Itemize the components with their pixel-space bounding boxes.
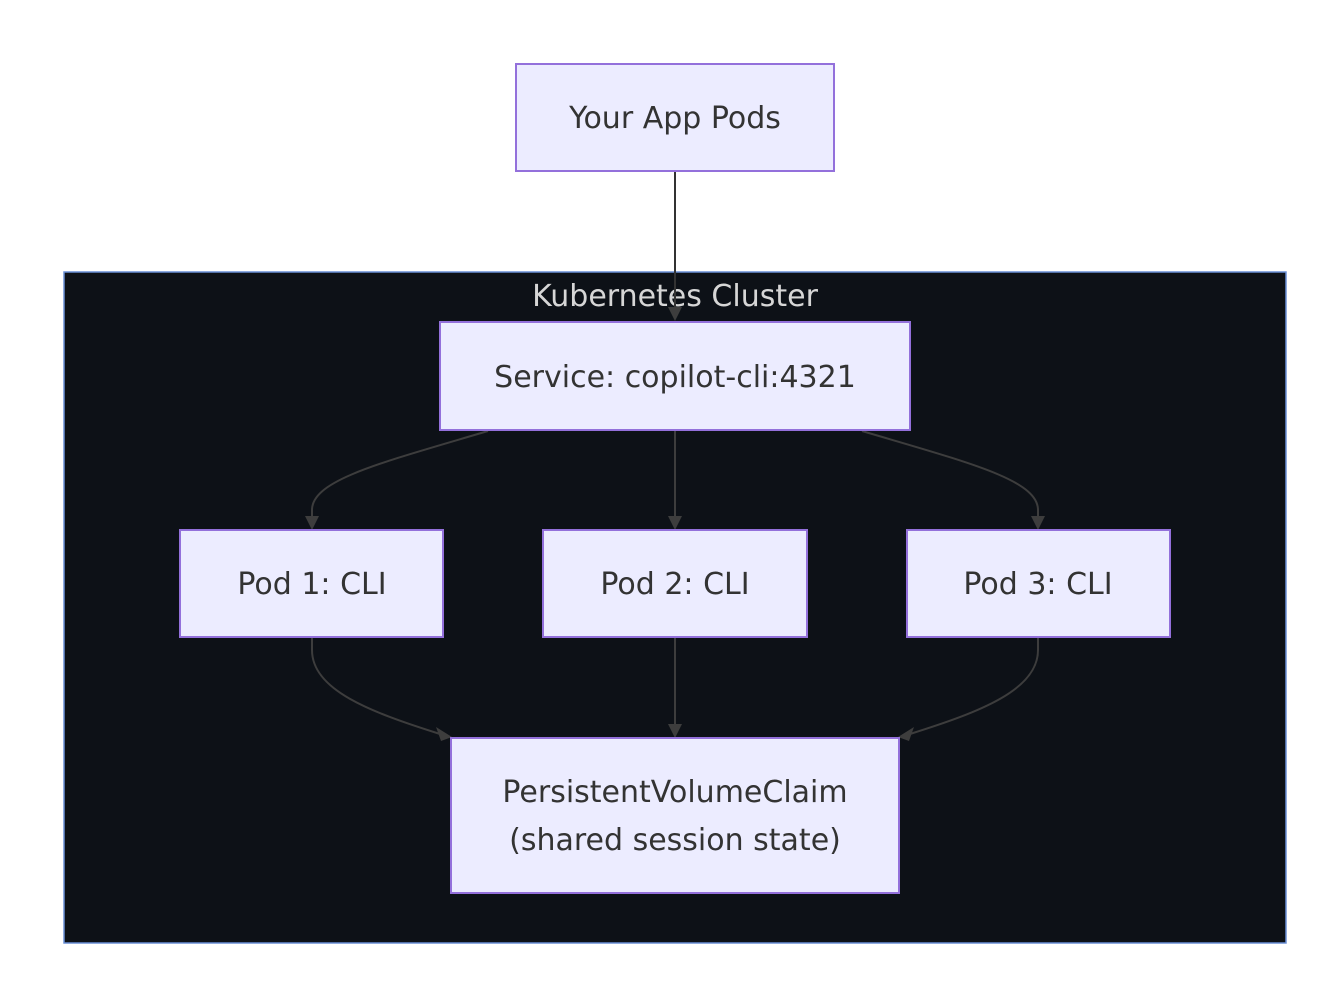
node-label: Pod 2: CLI bbox=[600, 567, 749, 602]
edge-line bbox=[311, 430, 489, 518]
edge-service-to-pod3 bbox=[861, 430, 1045, 530]
node-box bbox=[542, 529, 808, 638]
node-box bbox=[179, 529, 444, 638]
node-box bbox=[515, 63, 835, 172]
node-label: Service: copilot-cli:4321 bbox=[494, 360, 856, 395]
node-app-pods: Your App Pods bbox=[515, 63, 835, 172]
node-label: Pod 3: CLI bbox=[963, 567, 1112, 602]
edge-pod1-to-pvc bbox=[311, 638, 452, 741]
arrow-head-icon bbox=[668, 516, 682, 530]
edge-line bbox=[909, 638, 1039, 735]
node-persistent-volume-claim: PersistentVolumeClaim (shared session st… bbox=[450, 737, 900, 894]
node-pod-1: Pod 1: CLI bbox=[179, 529, 444, 638]
edge-line bbox=[311, 638, 441, 735]
edge-service-to-pod1 bbox=[305, 430, 489, 530]
node-pod-2: Pod 2: CLI bbox=[542, 529, 808, 638]
arrow-head-icon bbox=[305, 516, 319, 530]
node-box bbox=[439, 321, 911, 431]
arrow-head-icon bbox=[668, 724, 682, 738]
node-pod-3: Pod 3: CLI bbox=[906, 529, 1171, 638]
arrow-head-icon bbox=[1031, 516, 1045, 530]
node-service: Service: copilot-cli:4321 bbox=[439, 321, 911, 431]
edge-service-to-pod2 bbox=[668, 431, 682, 530]
node-box bbox=[906, 529, 1171, 638]
arrow-head-icon bbox=[898, 727, 914, 741]
arrow-head-icon bbox=[436, 727, 452, 741]
node-label-line-1: PersistentVolumeClaim bbox=[502, 775, 847, 810]
node-box bbox=[450, 737, 900, 894]
edge-pod2-to-pvc bbox=[668, 638, 682, 738]
edge-pod3-to-pvc bbox=[898, 638, 1039, 741]
edge-app-to-service bbox=[668, 172, 682, 321]
node-label: Pod 1: CLI bbox=[237, 567, 386, 602]
node-label-line-2: (shared session state) bbox=[509, 823, 841, 858]
node-label: Your App Pods bbox=[568, 101, 781, 136]
arrow-head-icon bbox=[668, 307, 682, 321]
edge-line bbox=[861, 430, 1039, 518]
